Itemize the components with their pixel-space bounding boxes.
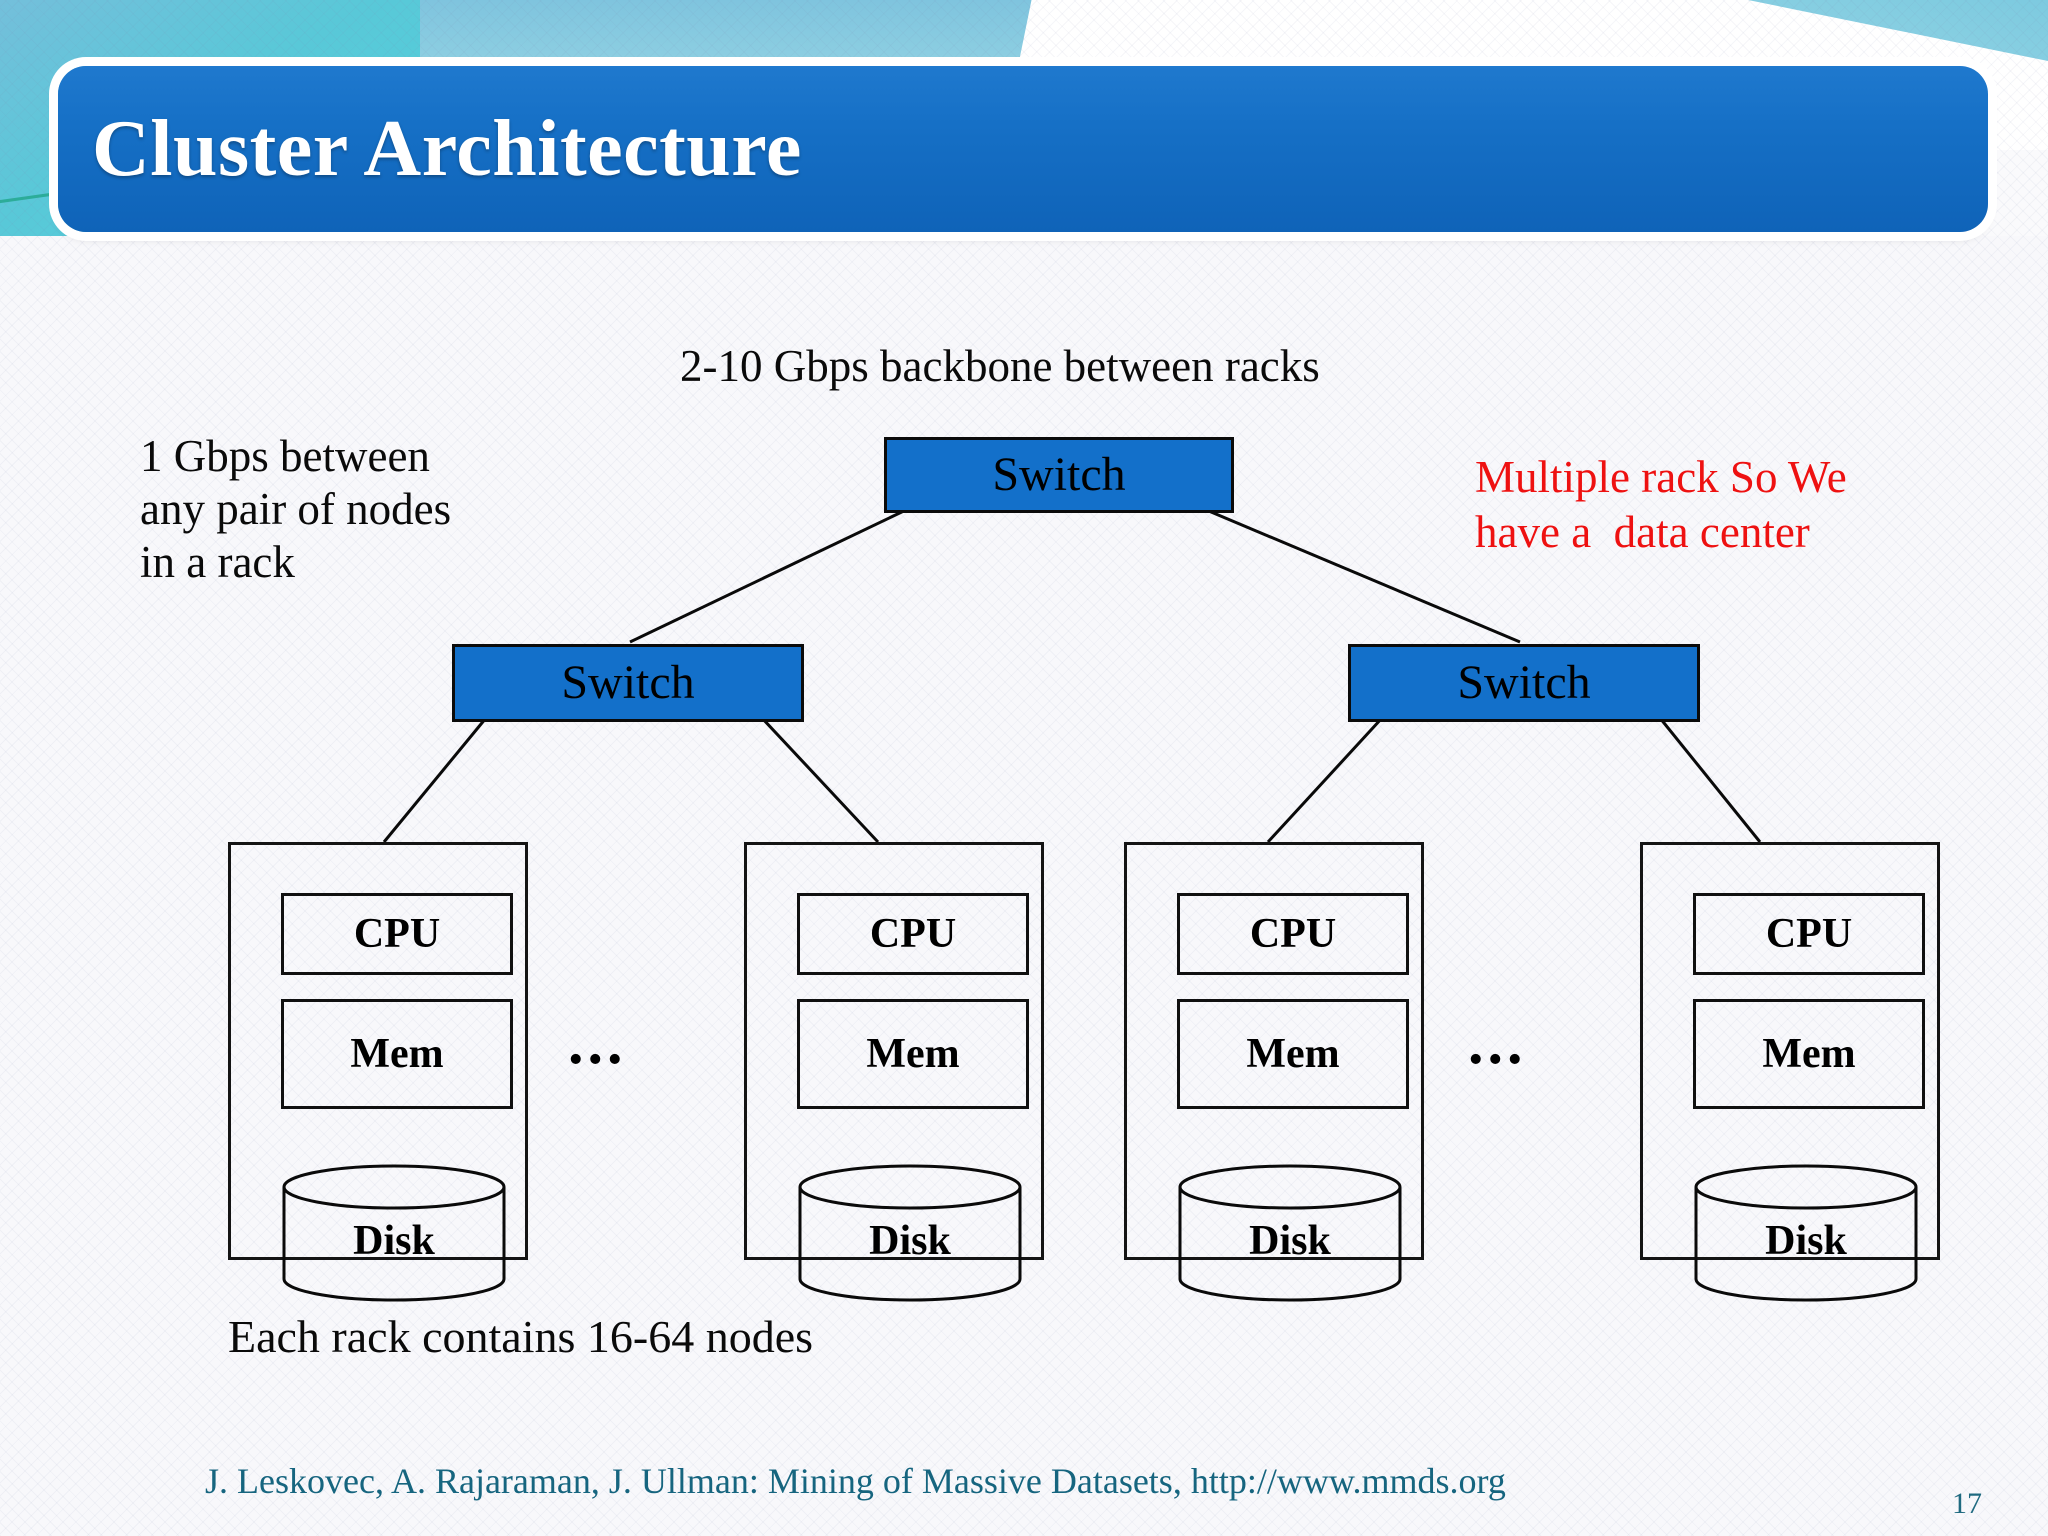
disk-label-4: Disk (1765, 1218, 1847, 1264)
rack-ellipsis-left: ... (568, 1009, 627, 1077)
switch-box-left[interactable]: Switch (452, 644, 804, 722)
cpu-box-4: CPU (1693, 893, 1925, 975)
multiple-rack-note: Multiple rack So We have a data center (1475, 452, 1847, 557)
disk-label-2: Disk (869, 1218, 951, 1264)
mem-box-3: Mem (1177, 999, 1409, 1109)
backbone-label: 2-10 Gbps backbone between racks (680, 341, 1320, 391)
switch-box-right[interactable]: Switch (1348, 644, 1700, 722)
page-number: 17 (1952, 1487, 1982, 1520)
disk-cylinder-2: Disk (797, 1163, 1023, 1303)
rack-bandwidth-label: 1 Gbps between any pair of nodes in a ra… (140, 431, 452, 588)
disk-cylinder-1: Disk (281, 1163, 507, 1303)
switch-box-top[interactable]: Switch (884, 437, 1234, 513)
page-title: Cluster Architecture (92, 104, 802, 193)
disk-label-1: Disk (353, 1218, 435, 1264)
cpu-box-3: CPU (1177, 893, 1409, 975)
mem-box-4: Mem (1693, 999, 1925, 1109)
rack-ellipsis-right: ... (1468, 1009, 1527, 1077)
disk-cylinder-4: Disk (1693, 1163, 1919, 1303)
mem-box-2: Mem (797, 999, 1029, 1109)
rack-box-1[interactable]: CPU Mem Disk (228, 842, 528, 1302)
mem-box-1: Mem (281, 999, 513, 1109)
rack-node-count-label: Each rack contains 16-64 nodes (228, 1311, 814, 1362)
rack-box-2[interactable]: CPU Mem Disk (744, 842, 1044, 1302)
title-bar: Cluster Architecture (58, 66, 1988, 232)
disk-label-3: Disk (1249, 1218, 1331, 1264)
citation-footer: J. Leskovec, A. Rajaraman, J. Ullman: Mi… (205, 1461, 1506, 1501)
cpu-box-2: CPU (797, 893, 1029, 975)
rack-box-4[interactable]: CPU Mem Disk (1640, 842, 1940, 1302)
rack-box-3[interactable]: CPU Mem Disk (1124, 842, 1424, 1302)
disk-cylinder-3: Disk (1177, 1163, 1403, 1303)
cpu-box-1: CPU (281, 893, 513, 975)
